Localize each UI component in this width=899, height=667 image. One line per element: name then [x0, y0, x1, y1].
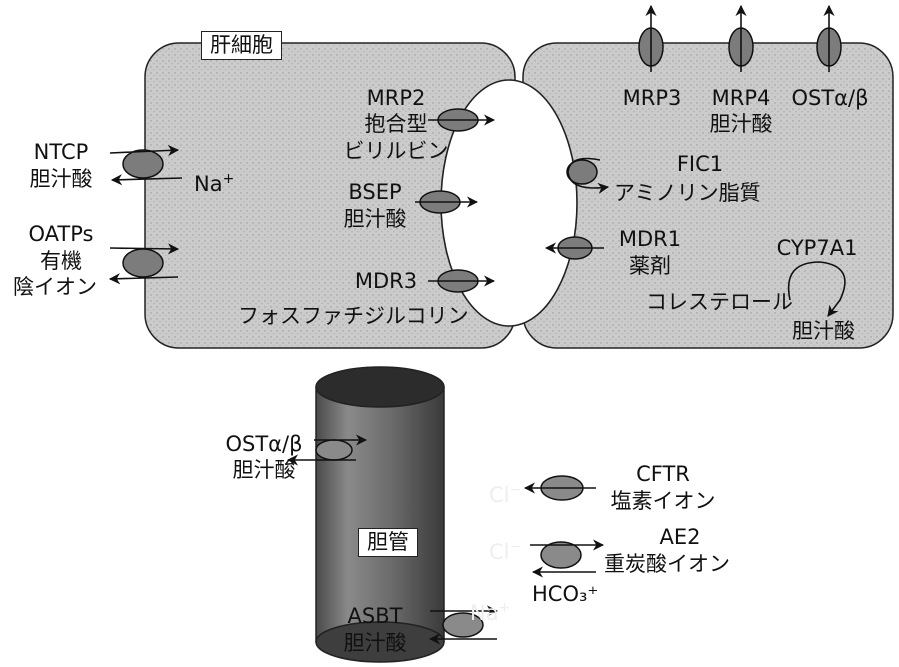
- mdr1-name: MDR1: [612, 227, 688, 252]
- ae2-transporter: [530, 542, 603, 572]
- mdr3-name: MDR3: [340, 269, 432, 294]
- hepatocyte-title: 肝細胞: [201, 31, 282, 60]
- mrp2-substrate-line2: ビリルビン: [330, 139, 462, 164]
- mrp3-name: MRP3: [612, 86, 692, 111]
- oatps-substrate-line1: 有機: [12, 249, 110, 274]
- ae2-substrate: 重炭酸イオン: [604, 552, 730, 577]
- ae2-ion-symbol: Cl: [489, 540, 510, 564]
- mdr1-substrate: 薬剤: [612, 254, 688, 279]
- ntcp-name: NTCP: [20, 140, 102, 165]
- asbt-name: ASBT: [330, 604, 420, 629]
- ae2-hco3: HCO₃⁺: [532, 582, 599, 607]
- cyp7a1-name: CYP7A1: [762, 236, 872, 261]
- mdr3-substrate: フォスファチジルコリン: [238, 304, 469, 329]
- cftr-transporter: [525, 476, 596, 500]
- cyp7a1-from: コレステロール: [646, 290, 793, 315]
- cftr-ion: Cl−: [489, 478, 521, 508]
- duct-ost-substrate: 胆汁酸: [214, 458, 314, 483]
- mrp2-substrate-line1: 抱合型: [340, 112, 452, 137]
- asbt-ion-charge: +: [499, 600, 511, 616]
- mrp4-name: MRP4: [700, 86, 782, 111]
- fic1-substrate: アミノリン脂質: [614, 181, 761, 206]
- ae2-name: AE2: [620, 525, 740, 550]
- cyp7a1-to: 胆汁酸: [792, 319, 855, 344]
- asbt-ion: Na+: [470, 596, 510, 626]
- bsep-substrate: 胆汁酸: [325, 207, 425, 232]
- mrp4-substrate: 胆汁酸: [700, 112, 782, 137]
- mrp2-name: MRP2: [340, 86, 452, 111]
- ae2-ion-charge: −: [510, 539, 522, 555]
- cftr-ion-charge: −: [510, 482, 522, 498]
- ntcp-ion-symbol: Na: [194, 172, 223, 196]
- cftr-substrate: 塩素イオン: [600, 489, 726, 514]
- oatps-name: OATPs: [12, 222, 110, 247]
- asbt-substrate: 胆汁酸: [330, 631, 420, 656]
- ntcp-substrate: 胆汁酸: [20, 167, 102, 192]
- asbt-ion-symbol: Na: [470, 601, 499, 625]
- bsep-name: BSEP: [325, 180, 425, 205]
- ost-top-name: OSTα/β: [780, 86, 880, 111]
- cftr-name: CFTR: [608, 462, 718, 487]
- fic1-name: FIC1: [620, 152, 780, 177]
- oatps-substrate-line2: 陰イオン: [0, 275, 110, 300]
- ntcp-ion: Na+: [194, 167, 234, 197]
- duct-ost-name: OSTα/β: [214, 432, 314, 457]
- bile-duct-title: 胆管: [358, 528, 418, 557]
- ntcp-ion-charge: +: [223, 171, 235, 187]
- ae2-ion: Cl−: [489, 535, 521, 565]
- cftr-ion-symbol: Cl: [489, 483, 510, 507]
